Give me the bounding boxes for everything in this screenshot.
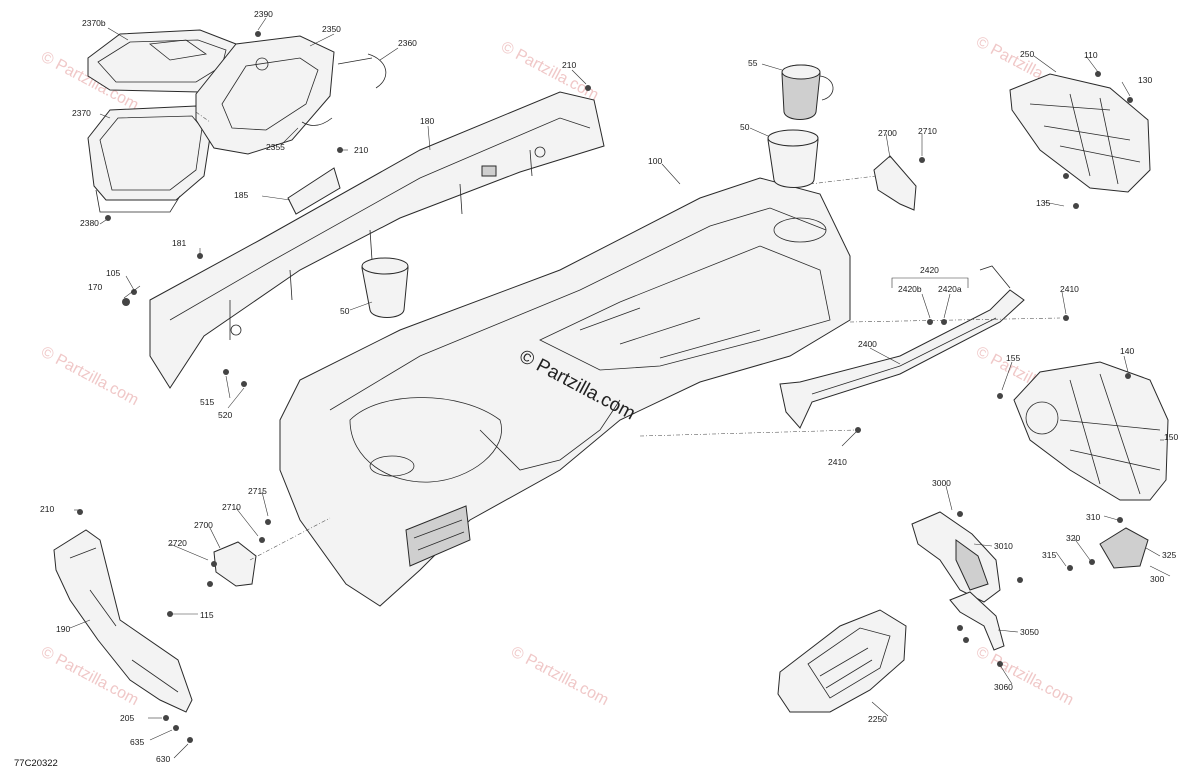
assembly-line	[639, 429, 857, 437]
callout-115[interactable]: 115	[200, 610, 214, 620]
watermark: © Partzilla.com	[38, 344, 141, 410]
side-panel-150-part	[1013, 361, 1169, 501]
callout-325[interactable]: 325	[1162, 550, 1176, 560]
callout-50[interactable]: 50	[740, 122, 750, 132]
callout-2355[interactable]: 2355	[266, 142, 285, 152]
callout-2390[interactable]: 2390	[254, 9, 273, 19]
callout-320[interactable]: 320	[1066, 533, 1080, 543]
glove-box-2250-part	[777, 609, 907, 713]
callout-185[interactable]: 185	[234, 190, 248, 200]
trim-3050-part	[949, 591, 1005, 651]
callout-180[interactable]: 180	[420, 116, 434, 126]
callout-2700[interactable]: 2700	[878, 128, 897, 138]
callout-2420[interactable]: 2420	[920, 265, 939, 275]
callout-labels: 2370b 2390 2350 2360 2370 2355 2380 210 …	[40, 9, 1178, 764]
callout-210[interactable]: 210	[562, 60, 576, 70]
callout-2380[interactable]: 2380	[80, 218, 99, 228]
knee-pad-3000-part	[911, 511, 1001, 603]
callout-2410[interactable]: 2410	[1060, 284, 1079, 294]
callout-3060[interactable]: 3060	[994, 682, 1013, 692]
main-dashboard-part	[279, 177, 851, 607]
side-panel-250-part	[1009, 73, 1151, 193]
callout-2360[interactable]: 2360	[398, 38, 417, 48]
callout-315[interactable]: 315	[1042, 550, 1056, 560]
callout-2420b[interactable]: 2420b	[898, 284, 922, 294]
assembly-line	[195, 111, 211, 123]
callout-2710[interactable]: 2710	[222, 502, 241, 512]
callout-2370b[interactable]: 2370b	[82, 18, 106, 28]
lower-side-panel-190-part	[53, 529, 193, 713]
callout-bracket-2420	[891, 277, 969, 288]
callout-515[interactable]: 515	[200, 397, 214, 407]
watermark: © Partzilla.com	[973, 644, 1076, 710]
upper-support-beam-part	[149, 91, 605, 389]
storage-bin-part	[87, 105, 213, 213]
callout-135[interactable]: 135	[1036, 198, 1050, 208]
callout-300[interactable]: 300	[1150, 574, 1164, 584]
callout-181[interactable]: 181	[172, 238, 186, 248]
callout-2715[interactable]: 2715	[248, 486, 267, 496]
bracket-2700-lower-part	[213, 541, 257, 587]
callout-110[interactable]: 110	[1084, 50, 1098, 60]
cup-holder-50-lower-part	[361, 257, 409, 318]
callout-520[interactable]: 520	[218, 410, 232, 420]
callout-2710[interactable]: 2710	[918, 126, 937, 136]
crossbar-2400-part	[779, 265, 1025, 429]
drawing-code: 77C20322	[14, 758, 58, 769]
callout-130[interactable]: 130	[1138, 75, 1152, 85]
callout-205[interactable]: 205	[120, 713, 134, 723]
callout-170[interactable]: 170	[88, 282, 102, 292]
callout-150[interactable]: 150	[1164, 432, 1178, 442]
seal-part	[301, 117, 333, 126]
callout-105[interactable]: 105	[106, 268, 120, 278]
fasteners	[77, 31, 1133, 743]
bracket-2700-upper-part	[873, 155, 917, 211]
callout-3010[interactable]: 3010	[994, 541, 1013, 551]
callout-310[interactable]: 310	[1086, 512, 1100, 522]
cup-holder-55-part	[781, 64, 834, 120]
callout-2250[interactable]: 2250	[868, 714, 887, 724]
watermark: © Partzilla.com	[498, 39, 601, 105]
callout-2400[interactable]: 2400	[858, 339, 877, 349]
callout-210[interactable]: 210	[40, 504, 54, 514]
callout-250[interactable]: 250	[1020, 49, 1034, 59]
callout-3000[interactable]: 3000	[932, 478, 951, 488]
callout-155[interactable]: 155	[1006, 353, 1020, 363]
callout-210[interactable]: 210	[354, 145, 368, 155]
callout-2410[interactable]: 2410	[828, 457, 847, 467]
assembly-line	[849, 317, 1061, 323]
assembly-line	[249, 517, 331, 561]
assembly-line	[809, 175, 877, 185]
callout-100[interactable]: 100	[648, 156, 662, 166]
callout-190[interactable]: 190	[56, 624, 70, 634]
switch-bracket-300-part	[1099, 527, 1149, 569]
bracket-185-part	[287, 167, 341, 215]
callout-2420a[interactable]: 2420a	[938, 284, 962, 294]
callout-2350[interactable]: 2350	[322, 24, 341, 34]
callout-140[interactable]: 140	[1120, 346, 1134, 356]
callout-55[interactable]: 55	[748, 58, 758, 68]
callout-635[interactable]: 635	[130, 737, 144, 747]
watermark: © Partzilla.com	[508, 644, 611, 710]
trim-strip-part	[337, 53, 387, 89]
callout-2700[interactable]: 2700	[194, 520, 213, 530]
gauge-bezel-part	[195, 35, 335, 155]
cup-holder-50-upper-part	[767, 129, 819, 188]
leader-lines	[69, 17, 1171, 759]
callout-2370[interactable]: 2370	[72, 108, 91, 118]
callout-50[interactable]: 50	[340, 306, 350, 316]
callout-2720[interactable]: 2720	[168, 538, 187, 548]
callout-630[interactable]: 630	[156, 754, 170, 764]
callout-3050[interactable]: 3050	[1020, 627, 1039, 637]
